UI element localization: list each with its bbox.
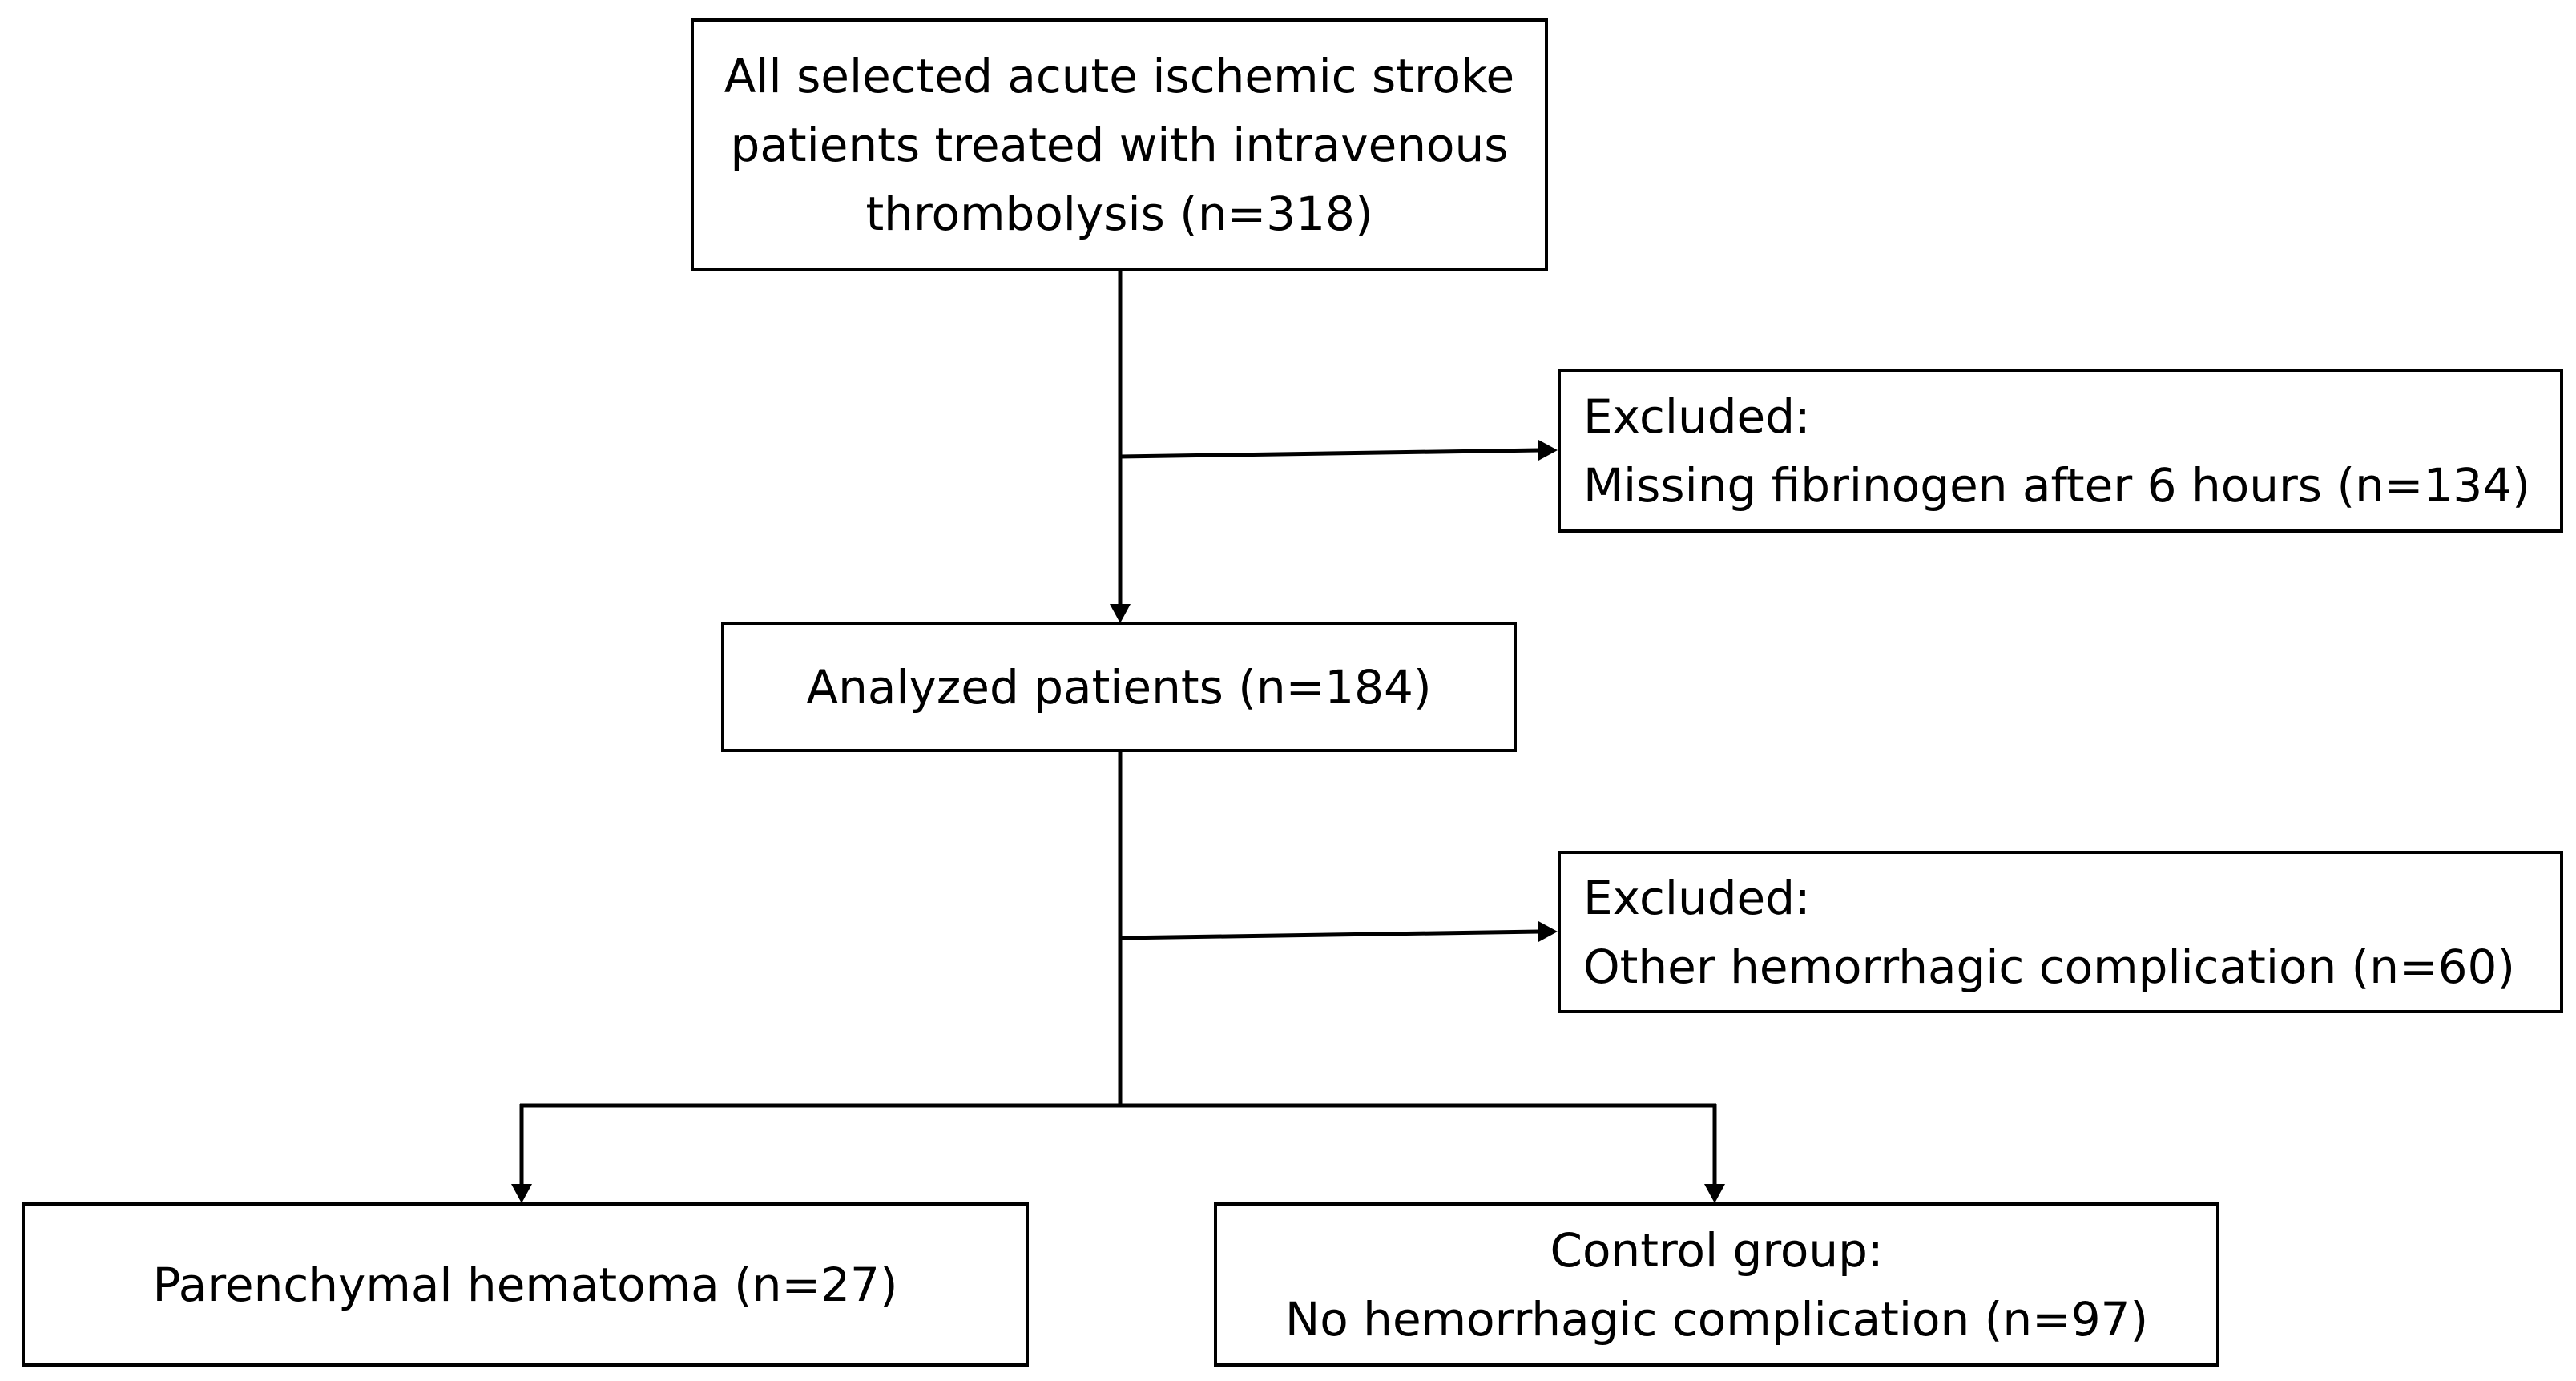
arrowhead-to-control-group — [1704, 1184, 1725, 1203]
box-text-line: All selected acute ischemic stroke — [724, 48, 1515, 103]
analyzed-patients-box: Analyzed patients (n=184) — [721, 622, 1517, 752]
excluded-missing-fibrinogen-box: Excluded: Missing fibrinogen after 6 hou… — [1558, 369, 2563, 533]
arrowhead-to-parenchymal-hematoma — [511, 1184, 532, 1203]
box-text-line: patients treated with intravenous — [730, 117, 1509, 172]
arrowhead-to-analyzed — [1110, 604, 1131, 623]
arrowhead-to-excluded-2 — [1538, 921, 1558, 942]
excluded-other-hemorrhagic-box: Excluded: Other hemorrhagic complication… — [1558, 851, 2563, 1013]
arrowhead-to-excluded-1 — [1538, 440, 1558, 461]
box-text-line: thrombolysis (n=318) — [865, 186, 1373, 241]
box-text-line: No hemorrhagic complication (n=97) — [1284, 1291, 2149, 1347]
box-text-line: Parenchymal hematoma (n=27) — [152, 1257, 898, 1312]
control-group-box: Control group: No hemorrhagic complicati… — [1214, 1202, 2219, 1367]
parenchymal-hematoma-box: Parenchymal hematoma (n=27) — [22, 1202, 1029, 1367]
connector-to-excluded-1 — [1119, 448, 1541, 459]
connector-to-excluded-2 — [1119, 929, 1541, 940]
box-text-line: Control group: — [1550, 1222, 1884, 1278]
box-text-line: Excluded: — [1583, 870, 1811, 925]
all-selected-patients-box: All selected acute ischemic stroke patie… — [691, 18, 1548, 271]
box-text-line: Other hemorrhagic complication (n=60) — [1583, 939, 2516, 994]
box-text-line: Missing fibrinogen after 6 hours (n=134) — [1583, 458, 2530, 513]
box-text-line: Excluded: — [1583, 389, 1811, 444]
box-text-line: Analyzed patients (n=184) — [806, 659, 1432, 715]
